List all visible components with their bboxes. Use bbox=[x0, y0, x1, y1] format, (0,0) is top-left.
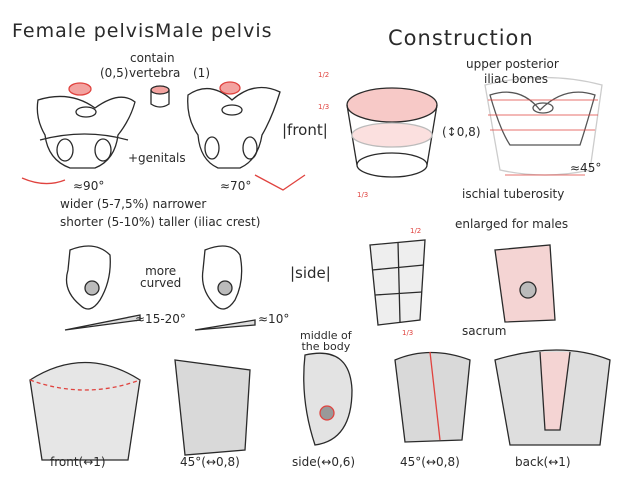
note-contain: contain bbox=[130, 51, 175, 65]
vertebra-drawing bbox=[150, 85, 170, 108]
tilt-male: ≈10° bbox=[258, 312, 290, 326]
note-iliac-bones: iliac bones bbox=[484, 72, 548, 86]
note-sacrum: sacrum bbox=[462, 324, 507, 338]
note-enlarged: enlarged for males bbox=[455, 217, 569, 231]
angle-45: ≈45° bbox=[570, 161, 602, 175]
enlarged-male-side bbox=[494, 244, 556, 323]
note-height: shorter (5-10%) taller (iliac crest) bbox=[60, 215, 261, 229]
note-middle-of-body: middle of the body bbox=[300, 329, 352, 353]
fraction-half-side: 1/2 bbox=[410, 227, 422, 235]
note-upper-posterior: upper posterior bbox=[466, 57, 559, 71]
male-pelvis-drawing bbox=[187, 81, 281, 169]
note-one: (1) bbox=[193, 66, 210, 80]
bottom-side bbox=[303, 352, 353, 446]
note-more-curved: more curved bbox=[140, 264, 182, 290]
title-female-pelvis: Female pelvis bbox=[12, 20, 156, 42]
fraction-third-side: 1/3 bbox=[402, 329, 414, 337]
view-label-45-back: 45°(↔0,8) bbox=[400, 455, 460, 469]
male-side-drawing bbox=[194, 245, 256, 331]
bottom-45 bbox=[174, 359, 251, 456]
note-ischial: ischial tuberosity bbox=[462, 187, 565, 201]
angle-male: ≈70° bbox=[220, 179, 252, 193]
title-construction: Construction bbox=[388, 26, 534, 50]
view-label-back: back(↔1) bbox=[515, 455, 571, 469]
side-construction bbox=[369, 239, 426, 326]
note-genitals: +genitals bbox=[128, 151, 186, 165]
label-side: |side| bbox=[290, 264, 331, 282]
title-male-pelvis: Male pelvis bbox=[155, 20, 273, 42]
view-label-front: front(↔1) bbox=[50, 455, 106, 469]
view-label-side: side(↔0,6) bbox=[292, 455, 356, 469]
bottom-back bbox=[494, 349, 611, 446]
female-pelvis-drawing bbox=[36, 82, 136, 169]
view-label-45: 45°(↔0,8) bbox=[180, 455, 240, 469]
angle-female: ≈90° bbox=[73, 179, 105, 193]
note-width: wider (5-7,5%) narrower bbox=[60, 197, 207, 211]
fraction-third-bottom: 1/3 bbox=[357, 191, 369, 199]
front-construction-cylinder bbox=[346, 87, 438, 178]
note-vertebra: vertebra bbox=[129, 66, 181, 80]
note-half: (0,5) bbox=[100, 66, 129, 80]
ratio-front: (↕0,8) bbox=[442, 125, 481, 139]
fraction-half: 1/2 bbox=[318, 71, 330, 79]
label-front: |front| bbox=[282, 121, 328, 139]
fraction-third: 1/3 bbox=[318, 103, 330, 111]
female-side-drawing bbox=[64, 245, 141, 331]
tilt-female: ≈15-20° bbox=[135, 312, 186, 326]
bottom-45-back bbox=[394, 351, 471, 443]
bottom-front bbox=[29, 361, 141, 461]
front-construction-pelvis bbox=[484, 76, 603, 176]
